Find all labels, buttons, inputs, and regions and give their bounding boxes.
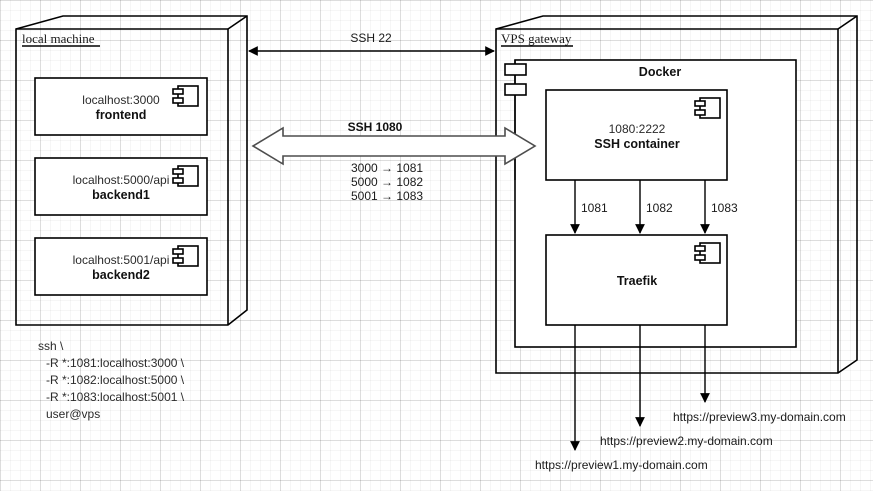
frontend-name: frontend — [96, 108, 147, 122]
ssh-command-line-1: -R *:1081:localhost:3000 \ — [46, 356, 185, 370]
uml-component-icon — [694, 97, 721, 119]
ssh-command-line-3: -R *:1083:localhost:5001 \ — [46, 390, 185, 404]
uml-component-icon — [172, 245, 199, 267]
edges-public-urls: https://preview1.my-domain.com https://p… — [535, 325, 846, 472]
ssh-container-name: SSH container — [594, 137, 680, 151]
url-preview2[interactable]: https://preview2.my-domain.com — [600, 434, 773, 448]
internal-port-1082: 1082 — [646, 201, 673, 215]
ssh-command-line-2: -R *:1082:localhost:5000 \ — [46, 373, 185, 387]
local-machine-title: local machine — [22, 31, 95, 46]
component-backend2: localhost:5001/api backend2 — [34, 237, 208, 296]
internal-port-1081: 1081 — [581, 201, 608, 215]
edge-ssh-1080: SSH 1080 3000 → 1081 5000 → 1082 5001 → … — [251, 120, 537, 203]
url-preview1[interactable]: https://preview1.my-domain.com — [535, 458, 708, 472]
ssh-command-line-0: ssh \ — [38, 339, 64, 353]
port-forward-0: 3000 → 1081 — [351, 161, 423, 175]
ssh-command-block: ssh \ -R *:1081:localhost:3000 \ -R *:10… — [38, 339, 185, 421]
edge-ssh22-label: SSH 22 — [350, 31, 392, 45]
ssh-command-line-4: user@vps — [46, 407, 100, 421]
uml-component-icon — [172, 85, 199, 107]
component-backend1: localhost:5000/api backend1 — [34, 157, 208, 216]
backend1-name: backend1 — [92, 188, 150, 202]
component-traefik: Traefik — [545, 234, 728, 326]
url-preview3[interactable]: https://preview3.my-domain.com — [673, 410, 846, 424]
edge-ssh1080-label: SSH 1080 — [348, 120, 403, 134]
backend1-endpoint: localhost:5000/api — [73, 173, 170, 187]
port-forward-1: 5000 → 1082 — [351, 175, 423, 189]
node-vps-gateway: VPS gateway — [495, 15, 858, 374]
backend2-name: backend2 — [92, 268, 150, 282]
component-frontend: localhost:3000 frontend — [34, 77, 208, 136]
uml-component-icon — [694, 242, 721, 264]
node-local-machine: local machine — [15, 15, 248, 326]
docker-port-stubs — [504, 60, 527, 180]
internal-port-1083: 1083 — [711, 201, 738, 215]
uml-component-icon — [172, 165, 199, 187]
docker-label: Docker — [639, 65, 682, 79]
traefik-name: Traefik — [617, 274, 657, 288]
port-forward-2: 5001 → 1083 — [351, 189, 423, 203]
edge-ssh-22: SSH 22 — [248, 31, 495, 56]
edges-internal-ports: 1081 1082 1083 — [570, 180, 738, 234]
vps-gateway-title: VPS gateway — [501, 31, 572, 46]
component-ssh-container: 1080:2222 SSH container — [545, 89, 728, 181]
backend2-endpoint: localhost:5001/api — [73, 253, 170, 267]
ssh-container-endpoint: 1080:2222 — [609, 122, 666, 136]
frontend-endpoint: localhost:3000 — [82, 93, 160, 107]
